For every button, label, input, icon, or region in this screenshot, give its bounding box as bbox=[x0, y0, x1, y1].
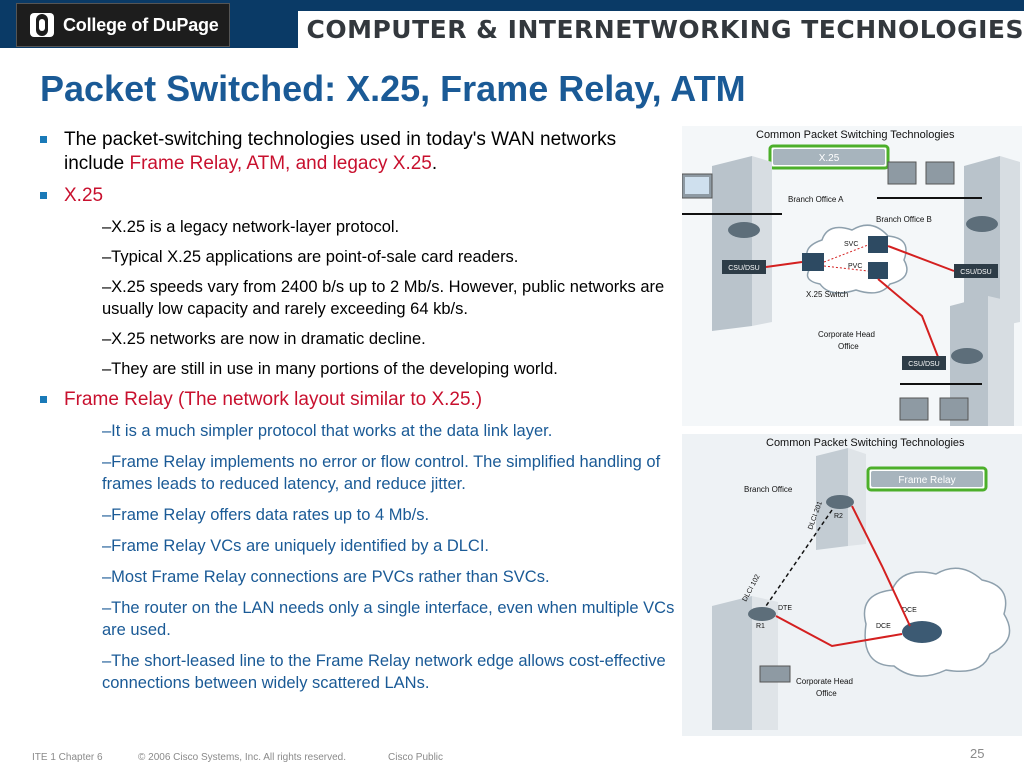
hq-router bbox=[951, 348, 983, 364]
footer-classification: Cisco Public bbox=[388, 752, 444, 763]
slide-content: The packet-switching technologies used i… bbox=[38, 128, 678, 703]
page-number: 25 bbox=[970, 746, 985, 761]
csu-dsu-a bbox=[722, 260, 766, 274]
x25-tag-label: X.25 bbox=[819, 153, 840, 164]
fr-branch-label: Branch Office bbox=[744, 485, 793, 494]
branch-a-label: Branch Office A bbox=[788, 195, 844, 204]
frame-relay-item: –The short-leased line to the Frame Rela… bbox=[102, 652, 666, 692]
fr-hq-building-side bbox=[752, 596, 778, 730]
hq-pc-2 bbox=[939, 397, 969, 421]
x25-item: –Typical X.25 applications are point-of-… bbox=[102, 248, 519, 266]
fr-hq-label-line2: Office bbox=[816, 689, 837, 698]
frame-relay-item: –Frame Relay implements no error or flow… bbox=[102, 453, 661, 493]
frame-relay-item: –It is a much simpler protocol that work… bbox=[102, 422, 553, 440]
hq-building-side bbox=[988, 296, 1014, 426]
hq-label-line2: Office bbox=[838, 342, 859, 351]
college-logo: College of DuPage bbox=[16, 3, 230, 47]
dce-left-label: DCE bbox=[876, 623, 891, 630]
fr-tag-label: Frame Relay bbox=[898, 475, 955, 486]
branch-b-label: Branch Office B bbox=[876, 215, 932, 224]
frame-relay-item: –The router on the LAN needs only a sing… bbox=[102, 599, 675, 639]
banner-text: COMPUTER & INTERNETWORKING TECHNOLOGIES bbox=[306, 15, 1024, 44]
wan-link-b bbox=[887, 245, 955, 272]
hq-pc-1 bbox=[899, 397, 929, 421]
x25-switch-bottom bbox=[868, 262, 888, 279]
branch-a-pc-screen bbox=[685, 177, 709, 194]
x25-item: –X.25 speeds vary from 2400 b/s up to 2 … bbox=[102, 278, 665, 318]
isp-label: ISP bbox=[916, 647, 928, 654]
network-diagram: Common Packet Switching Technologies X.2… bbox=[682, 126, 1022, 736]
x25-switch-top bbox=[868, 236, 888, 253]
banner-accent bbox=[296, 11, 299, 48]
x25-diagram: Common Packet Switching Technologies X.2… bbox=[682, 126, 1022, 426]
csu-dsu-hq-label: CSU/DSU bbox=[908, 361, 940, 368]
x25-item: –X.25 is a legacy network-layer protocol… bbox=[102, 218, 400, 236]
frame-relay-heading-text: Frame Relay (The network layout similar … bbox=[64, 389, 483, 410]
branch-b-building-side bbox=[1000, 156, 1020, 326]
slide-title: Packet Switched: X.25, Frame Relay, ATM bbox=[40, 68, 746, 109]
branch-b-pc-2 bbox=[925, 161, 955, 185]
r1-router bbox=[748, 607, 776, 621]
branch-b-pc-1 bbox=[887, 161, 917, 185]
x25-switch-left bbox=[802, 253, 824, 271]
x25-switch-label: X.25 Switch bbox=[806, 290, 848, 299]
csu-dsu-b-label: CSU/DSU bbox=[960, 269, 992, 276]
r2-router bbox=[826, 495, 854, 509]
fr-link-hq bbox=[775, 615, 903, 648]
fr-branch-building-side bbox=[848, 448, 866, 546]
wan-link-a bbox=[765, 261, 803, 268]
college-logo-icon bbox=[30, 13, 54, 37]
branch-b-router bbox=[966, 216, 998, 232]
footer-course: ITE 1 Chapter 6 bbox=[32, 752, 103, 763]
isp-cloud bbox=[863, 567, 1011, 677]
fr-hq-switch bbox=[759, 665, 791, 683]
frame-relay-item: –Frame Relay VCs are uniquely identified… bbox=[102, 537, 490, 555]
frame-relay-item: –Frame Relay offers data rates up to 4 M… bbox=[102, 506, 430, 524]
dte-label: DTE bbox=[778, 605, 792, 612]
csu-dsu-hq bbox=[902, 356, 946, 370]
pvc-label: PVC bbox=[848, 263, 862, 270]
fr-hq-label-line1: Corporate Head bbox=[796, 677, 853, 686]
intro-suffix: . bbox=[431, 153, 438, 174]
fr-tag-fill bbox=[871, 471, 983, 487]
hq-label-line1: Corporate Head bbox=[818, 330, 875, 339]
intro-prefix: The packet-switching technologies used i… bbox=[64, 129, 617, 174]
frame-relay-diagram: Common Packet Switching Technologies Fra… bbox=[682, 434, 1022, 736]
bullet-square-icon bbox=[40, 192, 47, 199]
header-bar: College of DuPage COMPUTER & INTERNETWOR… bbox=[0, 0, 1024, 48]
pvc-link bbox=[823, 265, 869, 272]
csu-dsu-a-label: CSU/DSU bbox=[728, 265, 760, 272]
footer-copyright: © 2006 Cisco Systems, Inc. All rights re… bbox=[138, 752, 347, 763]
isp-router bbox=[902, 621, 942, 643]
wan-link-hq bbox=[877, 278, 941, 363]
branch-a-building-side bbox=[752, 156, 772, 326]
fr-hq-building bbox=[712, 596, 752, 730]
branch-a-building bbox=[712, 156, 752, 331]
x25-item: –They are still in use in many portions … bbox=[102, 360, 558, 378]
x25-heading-text: X.25 bbox=[64, 185, 104, 206]
branch-a-router bbox=[728, 222, 760, 238]
intro-bullet: The packet-switching technologies used i… bbox=[38, 128, 678, 176]
x25-heading: X.25 bbox=[38, 184, 678, 208]
program-banner: COMPUTER & INTERNETWORKING TECHNOLOGIES bbox=[296, 11, 1024, 48]
csu-dsu-b bbox=[954, 264, 998, 278]
intro-highlight: Frame Relay, ATM, and legacy X.25 bbox=[129, 153, 432, 174]
r2-label: R2 bbox=[834, 513, 843, 520]
fr-virtual-circuit bbox=[765, 509, 833, 607]
bullet-square-icon bbox=[40, 396, 47, 403]
fr-link-branch bbox=[851, 505, 911, 627]
dce-top-label: DCE bbox=[902, 607, 917, 614]
x25-item: –X.25 networks are now in dramatic decli… bbox=[102, 330, 426, 348]
x25-tag-fill bbox=[773, 149, 885, 165]
svc-label: SVC bbox=[844, 241, 858, 248]
fr-diagram-title: Common Packet Switching Technologies bbox=[766, 437, 965, 449]
frame-relay-item: –Most Frame Relay connections are PVCs r… bbox=[102, 568, 550, 586]
bullet-square-icon bbox=[40, 136, 47, 143]
frame-relay-heading: Frame Relay (The network layout similar … bbox=[38, 388, 678, 412]
branch-b-building bbox=[964, 156, 1000, 331]
logo-text: College of DuPage bbox=[63, 14, 219, 35]
r1-label: R1 bbox=[756, 623, 765, 630]
x25-diagram-title: Common Packet Switching Technologies bbox=[756, 129, 955, 141]
